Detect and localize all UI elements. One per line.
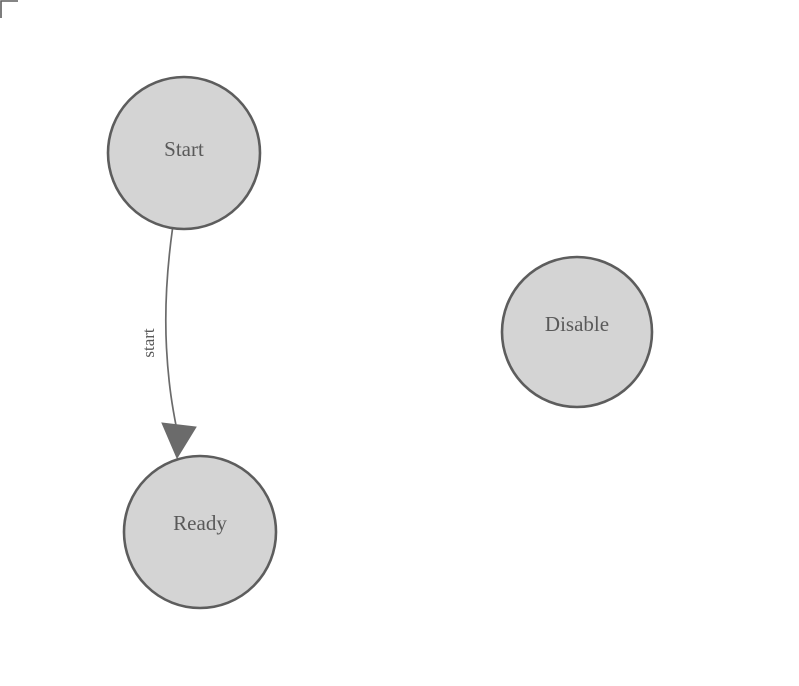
node-ready-circle <box>122 454 278 610</box>
node-disable-label: Disable <box>545 312 609 336</box>
edge-label-start: start <box>139 328 158 358</box>
node-disable[interactable]: Disable <box>500 255 654 409</box>
edge-start-to-ready[interactable]: start <box>139 228 197 460</box>
node-start[interactable]: Start <box>106 75 262 231</box>
node-ready[interactable]: Ready <box>122 454 278 610</box>
edge-line <box>164 228 178 429</box>
node-start-label: Start <box>164 137 204 161</box>
top-left-corner-mark <box>0 0 18 18</box>
node-disable-circle <box>500 255 654 409</box>
node-ready-label: Ready <box>173 511 227 535</box>
edge-arrowhead-icon <box>161 422 197 460</box>
node-start-circle <box>106 75 262 231</box>
